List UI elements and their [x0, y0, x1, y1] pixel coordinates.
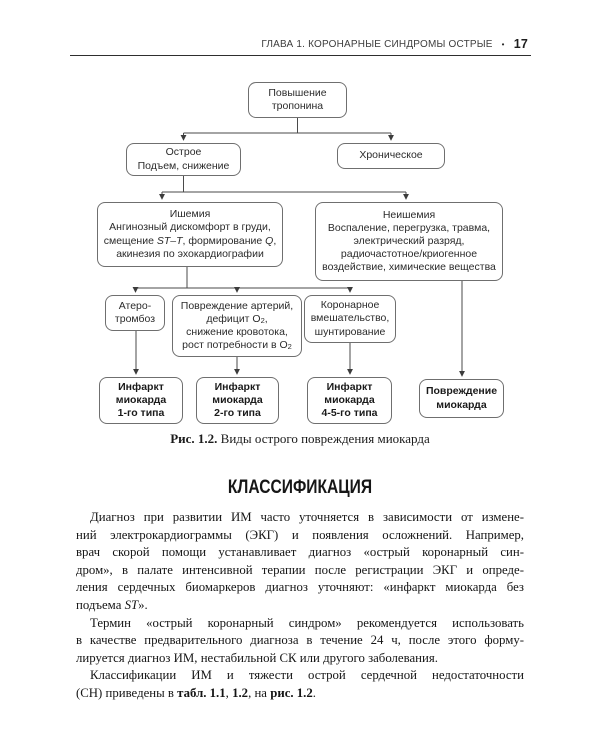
bullet-separator: • [501, 39, 505, 49]
text-line: в качестве предварительного диагноза в т… [76, 633, 524, 648]
text-line: шунтирование [314, 325, 386, 338]
text-line: дром», в палате интенсивной терапии посл… [76, 562, 524, 577]
text-line: 4-5-го типа [321, 407, 378, 419]
text-line: подъема ST». [76, 597, 148, 612]
running-head: ГЛАВА 1. КОРОНАРНЫЕ СИНДРОМЫ ОСТРЫЕ • 17 [261, 37, 528, 51]
text-line: тропонина [271, 100, 324, 112]
page-number: 17 [513, 37, 528, 51]
text-line: Инфаркт [118, 380, 164, 393]
text-line: воздействие, химические вещества [322, 261, 496, 274]
flowchart-connectors [132, 118, 465, 377]
text-line: Атеро- [118, 299, 152, 312]
chapter-title: ГЛАВА 1. КОРОНАРНЫЕ СИНДРОМЫ ОСТРЫЕ [261, 38, 493, 50]
text-line: тромбоз [114, 313, 156, 325]
text-line: миокарда [324, 393, 375, 406]
figure-caption-text: Виды острого повреждения миокарда [217, 431, 430, 446]
text-line: Классификации ИМ и тяжести острой сердеч… [90, 668, 524, 683]
text-line: 2-го типа [214, 407, 261, 419]
text-line: Инфаркт [326, 380, 373, 393]
text-line: Термин «острый коронарный синдром» реком… [90, 615, 524, 630]
text-line: Острое [165, 146, 202, 159]
text-line: миокарда [115, 393, 167, 406]
text-line: дефицит О2, [206, 312, 268, 325]
text-line: Коронарное [320, 299, 380, 312]
text-line: снижение кровотока, [186, 326, 288, 338]
text-line: врач скорой помощи устанавливает диагноз… [76, 545, 524, 560]
text-line: Ишемия [169, 208, 211, 221]
flowchart-box-atherothrombosis: Атеро-тромбоз [105, 295, 165, 331]
text-line: Диагноз при развитии ИМ часто уточняется… [90, 510, 524, 524]
text-line: миокарда [212, 393, 263, 406]
body-text: Диагноз при развитии ИМ часто уточняется… [76, 509, 524, 703]
text-line: Инфаркт [214, 380, 261, 393]
text-line: Повреждение [425, 385, 498, 398]
text-line: ления сердечных биомаркеров диагноз уточ… [76, 580, 524, 595]
text-line: Повреждение артерий, [180, 299, 294, 312]
text-line: рост потребности в О2 [182, 339, 292, 352]
paragraph: Термин «острый коронарный синдром» реком… [76, 615, 524, 668]
text-line: смещение ST–T, формирование Q, [103, 234, 277, 247]
text-line: (СН) приведены в табл. 1.1, 1.2, на рис.… [76, 685, 316, 700]
text-line: Ангинозный дискомфорт в груди, [109, 221, 271, 234]
figure-caption: Рис. 1.2. Виды острого повреждения миока… [75, 431, 525, 447]
text-line: Неишемия [382, 208, 436, 221]
text-line: вмешательство, [310, 312, 390, 325]
section-heading: КЛАССИФИКАЦИЯ [227, 476, 373, 498]
text-line: Воспаление, перегрузка, травма, [327, 221, 491, 234]
text-line: Подъем, снижение [137, 159, 230, 172]
text-line: электрический разряд, [353, 234, 465, 247]
text-line: ний электрокардиограммы (ЭКГ) и появлени… [76, 527, 524, 542]
flowchart-box-chronic: Хроническое [337, 143, 445, 169]
header-rule [70, 55, 531, 56]
text-line: акинезия по эхокардиографии [116, 247, 264, 260]
text-line: Повышение [268, 86, 327, 99]
text-line: Хроническое [359, 149, 423, 162]
paragraph: Диагноз при развитии ИМ часто уточняется… [76, 509, 524, 615]
paragraph: Классификации ИМ и тяжести острой сердеч… [76, 667, 524, 702]
text-line: миокарда [436, 398, 487, 411]
text-line: лируется диагноз ИМ, нестабильной СК или… [76, 650, 438, 665]
text-line: радиочастотное/криогенное [340, 248, 478, 260]
figure-caption-label: Рис. 1.2. [170, 431, 218, 446]
flowchart-box-artery-damage: Повреждение артерий,дефицит О2,снижение … [172, 295, 302, 357]
text-line: 1-го типа [117, 407, 165, 419]
